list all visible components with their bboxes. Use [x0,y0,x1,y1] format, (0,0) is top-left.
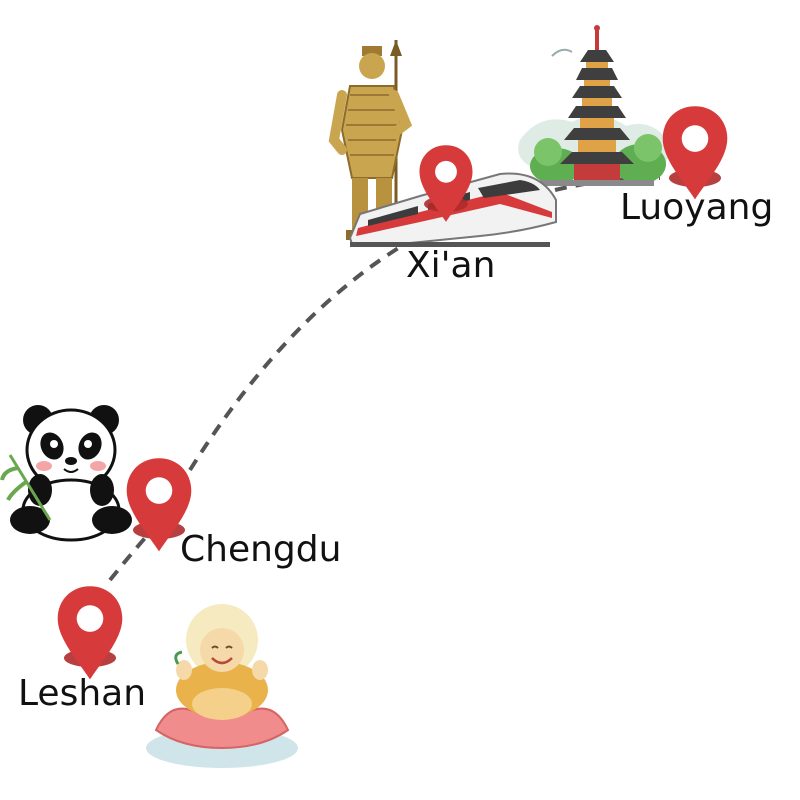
location-pin-xian-icon[interactable] [419,145,473,222]
city-label-leshan[interactable]: Leshan [18,673,147,714]
city-label-luoyang[interactable]: Luoyang [620,187,774,228]
route-path-leshan-chengdu [108,528,154,582]
location-pin-luoyang-icon[interactable] [662,106,728,200]
pagoda-icon [518,25,670,186]
route-path-chengdu-xian [188,236,416,472]
location-pin-chengdu-icon[interactable] [126,458,192,552]
location-pin-leshan-icon[interactable] [57,586,123,680]
terracotta-warrior-icon [328,40,413,240]
city-label-chengdu[interactable]: Chengdu [180,529,342,570]
city-label-xian[interactable]: Xi'an [406,245,496,286]
buddha-icon [146,604,298,768]
panda-icon [0,405,132,542]
